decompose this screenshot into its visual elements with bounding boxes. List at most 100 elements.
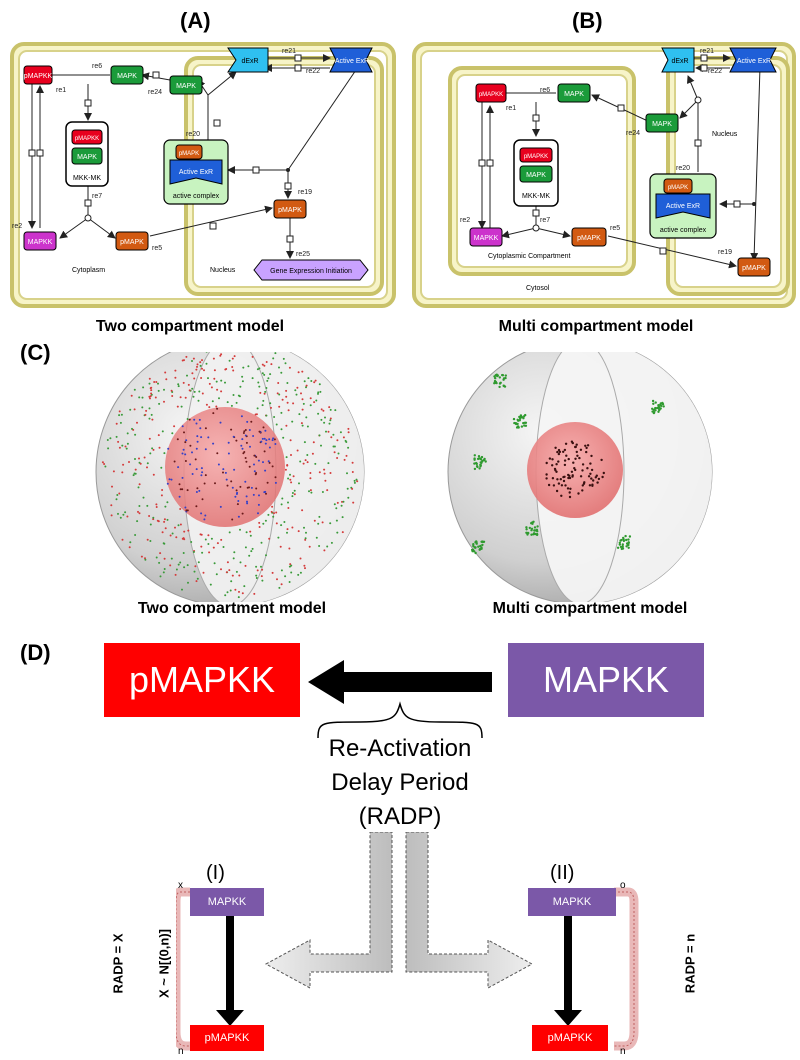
particle <box>621 547 625 550</box>
particle <box>258 494 260 497</box>
particle <box>268 438 271 441</box>
particle <box>179 396 182 399</box>
particle <box>278 586 281 589</box>
particle <box>126 432 129 435</box>
particle <box>289 563 292 566</box>
particle <box>234 588 237 591</box>
particle <box>177 385 180 388</box>
particle <box>317 391 320 394</box>
panel-a-caption: Two compartment model <box>95 318 285 335</box>
particle <box>258 521 261 524</box>
particle <box>288 366 291 369</box>
particle <box>185 355 188 358</box>
particle <box>134 468 137 471</box>
particle <box>341 516 344 519</box>
particle <box>297 371 300 374</box>
particle <box>272 515 275 518</box>
particle <box>573 467 576 470</box>
particle <box>299 460 302 463</box>
particle <box>207 377 209 380</box>
particle <box>575 443 578 446</box>
particle <box>263 491 266 494</box>
particle <box>148 395 151 398</box>
particle <box>309 397 312 400</box>
particle <box>144 413 147 416</box>
particle <box>270 406 272 409</box>
particle <box>265 554 267 557</box>
particle <box>323 421 326 424</box>
particle <box>245 531 248 534</box>
particle <box>255 574 258 577</box>
particle <box>333 451 336 454</box>
particle <box>179 561 182 564</box>
multi-compartment-sphere <box>447 352 713 602</box>
particle <box>260 575 263 578</box>
particle <box>151 447 154 450</box>
sub-ii-radp-label: RADP = n <box>682 933 698 994</box>
particle <box>152 473 155 476</box>
particle <box>212 412 215 415</box>
particle <box>239 528 241 531</box>
particle <box>320 408 323 411</box>
particle <box>260 440 263 443</box>
particle <box>554 469 557 472</box>
particle <box>625 538 628 542</box>
particle <box>161 489 164 491</box>
particle <box>280 428 283 431</box>
particle <box>204 448 207 451</box>
particle <box>306 425 309 428</box>
particle <box>118 414 121 417</box>
particle <box>103 463 106 465</box>
particle <box>132 474 135 477</box>
svg-text:re7: re7 <box>540 217 550 224</box>
particle <box>264 442 267 445</box>
particle <box>170 478 173 481</box>
particle <box>159 575 162 578</box>
particle <box>621 543 624 546</box>
particle <box>622 539 626 543</box>
svg-text:re20: re20 <box>676 165 690 172</box>
particle <box>304 567 306 570</box>
particle <box>264 469 267 472</box>
particle <box>478 457 481 460</box>
particle <box>244 480 247 483</box>
particle <box>314 379 317 382</box>
particle <box>515 426 519 429</box>
particle <box>274 443 277 445</box>
particle <box>226 484 229 487</box>
particle <box>160 494 163 497</box>
particle <box>286 464 289 467</box>
particle <box>334 409 337 412</box>
particle <box>199 533 202 536</box>
particle <box>121 471 124 474</box>
sub-i-corner-top: x <box>178 880 183 891</box>
particle <box>343 458 346 461</box>
particle <box>220 353 223 356</box>
particle <box>111 485 113 488</box>
particle <box>273 416 276 418</box>
pmapkk-large-box: pMAPKK <box>104 643 300 717</box>
particle <box>150 389 153 392</box>
particle <box>319 390 322 393</box>
particle <box>516 418 519 421</box>
particle <box>286 531 288 534</box>
particle <box>184 453 187 456</box>
particle <box>475 540 478 543</box>
particle <box>185 509 188 512</box>
particle <box>518 419 521 422</box>
particle <box>171 532 174 535</box>
particle <box>211 400 214 403</box>
particle <box>545 461 548 465</box>
particle <box>220 538 223 541</box>
particle <box>493 382 496 385</box>
sub-i-pmapkk-box: pMAPKK <box>190 1025 264 1051</box>
particle <box>531 522 534 525</box>
particle <box>494 377 497 380</box>
particle <box>220 379 223 382</box>
particle <box>173 425 176 428</box>
particle <box>551 464 554 467</box>
particle <box>149 523 152 526</box>
particle <box>166 518 169 521</box>
particle <box>661 402 665 406</box>
sub-ii-corner-bottom: n <box>620 1046 626 1057</box>
